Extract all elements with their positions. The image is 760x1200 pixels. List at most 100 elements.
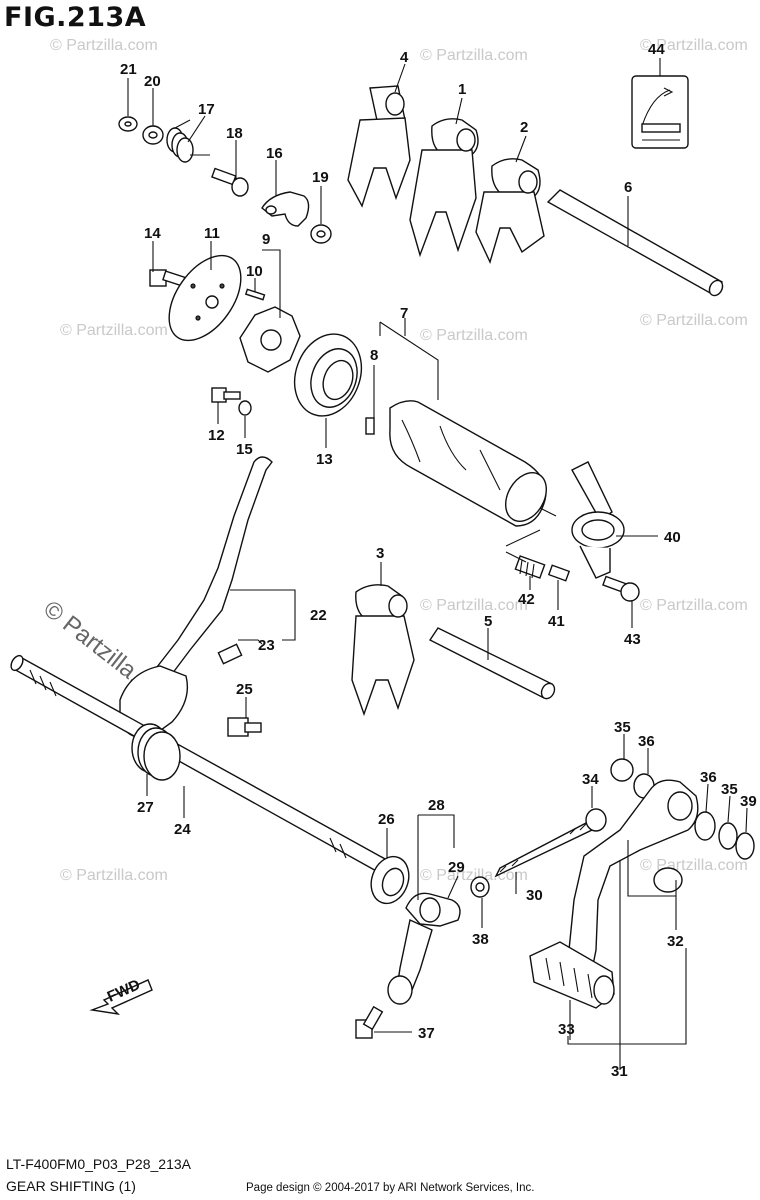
callout-20: 20 — [144, 73, 161, 90]
callout-34: 34 — [582, 771, 599, 788]
figure-group-name: GEAR SHIFTING (1) — [6, 1178, 136, 1194]
callout-10: 10 — [246, 263, 263, 280]
part-26-oil-seal — [370, 855, 410, 905]
part-6-fork-shaft — [546, 189, 724, 297]
callout-19: 19 — [312, 169, 329, 186]
leader-lines — [127, 58, 748, 1070]
callout-16: 16 — [266, 145, 283, 162]
part-9-cam — [239, 306, 301, 373]
callout-32: 32 — [667, 933, 684, 950]
part-15-washer — [238, 400, 252, 416]
part-19-hole — [316, 230, 326, 238]
callout-25: 25 — [236, 681, 253, 698]
callout-29: 29 — [448, 859, 465, 876]
part-36-washer-b — [694, 811, 716, 841]
callout-9: 9 — [262, 231, 270, 248]
part-22-shift-arm — [119, 456, 273, 739]
callout-43: 43 — [624, 631, 641, 648]
part-42-spring — [514, 555, 546, 579]
parts: FWD — [10, 75, 755, 1039]
part-27-return-spring — [131, 723, 181, 781]
callout-18: 18 — [226, 125, 243, 142]
part-11-plate — [168, 254, 242, 342]
callout-5: 5 — [484, 613, 492, 630]
part-28-link-arm — [387, 892, 461, 1005]
part-7-cam-drum — [389, 400, 557, 527]
watermark: © Partzilla.com — [640, 312, 748, 329]
callout-35: 35 — [614, 719, 631, 736]
callout-36b: 36 — [700, 769, 717, 786]
callout-24: 24 — [174, 821, 191, 838]
callout-6: 6 — [624, 179, 632, 196]
part-5-fork-shaft — [428, 627, 556, 700]
watermark: © Partzilla.com — [640, 857, 748, 874]
callout-39: 39 — [740, 793, 757, 810]
part-12-bolt — [211, 387, 241, 403]
figure-title: FIG.213A — [4, 2, 147, 33]
callout-38: 38 — [472, 931, 489, 948]
part-35-washer — [610, 758, 634, 782]
callout-17: 17 — [198, 101, 215, 118]
part-41-pin — [547, 564, 571, 582]
callout-14: 14 — [144, 225, 161, 242]
part-1-shift-fork — [409, 118, 479, 258]
part-10-pin — [244, 288, 266, 301]
callout-42: 42 — [518, 591, 535, 608]
callout-26: 26 — [378, 811, 395, 828]
callout-1: 1 — [458, 81, 466, 98]
watermark: © Partzilla.com — [60, 867, 168, 884]
callout-44: 44 — [648, 41, 665, 58]
callout-37: 37 — [418, 1025, 435, 1042]
part-16-stopper — [261, 191, 310, 227]
watermark: © Partzilla.com — [640, 597, 748, 614]
callout-40: 40 — [664, 529, 681, 546]
part-4-shift-fork — [347, 85, 411, 208]
callout-33: 33 — [558, 1021, 575, 1038]
part-44-label — [631, 75, 689, 149]
part-17-spring — [166, 119, 210, 163]
part-14-bolt — [149, 269, 186, 287]
callout-13: 13 — [316, 451, 333, 468]
part-20-hole — [148, 131, 158, 139]
figure-code: LT-F400FM0_P03_P28_213A — [6, 1156, 191, 1172]
callout-31: 31 — [611, 1063, 628, 1080]
part-23-spring — [217, 643, 243, 665]
watermark: © Partzilla.com — [420, 47, 528, 64]
callout-3: 3 — [376, 545, 384, 562]
callout-12: 12 — [208, 427, 225, 444]
callout-35b: 35 — [721, 781, 738, 798]
part-24-shift-shaft — [10, 654, 407, 883]
watermark: © Partzilla.com — [640, 37, 748, 54]
part-30-link-rod — [494, 821, 593, 878]
callout-30: 30 — [526, 887, 543, 904]
part-40-stopper — [571, 461, 625, 579]
part-34-nut — [585, 808, 607, 832]
callout-15: 15 — [236, 441, 253, 458]
part-31-shift-lever — [567, 779, 699, 982]
part-3-shift-fork — [351, 584, 415, 717]
callout-7: 7 — [400, 305, 408, 322]
callout-11: 11 — [204, 225, 220, 242]
fwd-arrow-icon: FWD — [89, 976, 153, 1016]
callout-27: 27 — [137, 799, 154, 816]
part-38-nut — [470, 876, 490, 898]
callout-36: 36 — [638, 733, 655, 750]
callout-numbers: 1 2 3 4 5 6 7 8 9 10 11 12 13 14 15 16 1… — [120, 41, 757, 1080]
callout-2: 2 — [520, 119, 528, 136]
watermark: © Partzilla.com — [50, 37, 158, 54]
part-8-pin — [365, 417, 375, 435]
callout-21: 21 — [120, 61, 137, 78]
part-39-clip — [735, 832, 755, 860]
callout-23: 23 — [258, 637, 275, 654]
part-25-bolt — [227, 717, 262, 737]
part-13-bearing — [293, 333, 363, 417]
callout-8: 8 — [370, 347, 378, 364]
part-21-hole — [124, 121, 132, 127]
callout-22: 22 — [310, 607, 327, 624]
callout-4: 4 — [400, 49, 409, 66]
part-35-washer-b — [718, 822, 738, 850]
copyright-notice: Page design © 2004-2017 by ARI Network S… — [246, 1182, 535, 1194]
watermark: © Partzilla.com — [420, 327, 528, 344]
